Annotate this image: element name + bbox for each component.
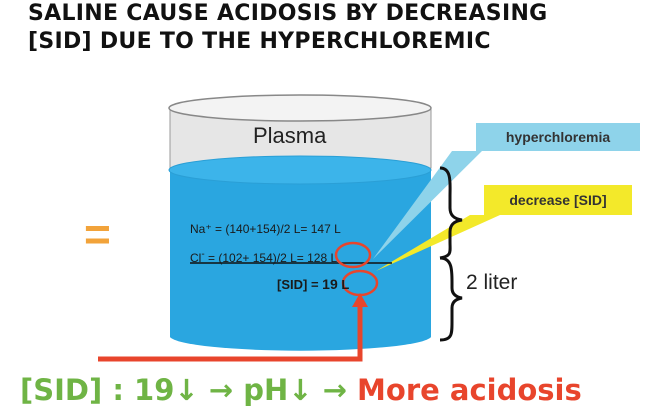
conclusion-arrow-2: →: [312, 373, 358, 407]
sid-unit: L: [337, 277, 350, 292]
page-title: SALINE CAUSE ACIDOSIS BY DECREASING [SID…: [28, 0, 548, 56]
plasma-label: Plasma: [253, 123, 327, 148]
chloride-charge: -: [201, 249, 205, 260]
chloride-formula: = (102+ 154)/2 L=: [204, 251, 308, 265]
decrease-sid-callout: decrease [SID]: [509, 192, 607, 208]
chloride-symbol: Cl: [190, 251, 202, 265]
conclusion-result: More acidosis: [357, 373, 582, 407]
upper-brace: [439, 166, 463, 260]
conclusion-line: [SID] : 19↓ → pH↓ → More acidosis: [20, 372, 582, 408]
sid-value: 19: [322, 276, 338, 292]
conclusion-arrow-1: →: [198, 373, 244, 407]
liquid-surface: [168, 155, 432, 185]
decrease-sid-callout-shape: [376, 185, 632, 271]
sodium-equation: Na⁺ = (140+154)/2 L= 147 L: [190, 222, 341, 236]
chloride-equation: Cl- = (102+ 154)/2 L= 128 L: [190, 249, 337, 265]
volume-label: 2 liter: [466, 271, 518, 294]
arrow-up-icon: [352, 293, 368, 307]
cylinder-rim: [168, 94, 432, 122]
chloride-value: 128: [307, 251, 328, 265]
sid-equation: [SID] = 19 L: [277, 276, 349, 292]
equals-sign: =: [84, 208, 111, 260]
title-line-1: SALINE CAUSE ACIDOSIS BY DECREASING: [28, 1, 548, 26]
conclusion-sid: [SID] : 19↓: [20, 373, 199, 407]
chloride-unit: L: [327, 251, 338, 265]
title-line-2: [SID] DUE TO THE HYPERCHLOREMIC: [28, 29, 491, 54]
cl-value-circle: [334, 241, 372, 269]
lower-brace: [439, 256, 463, 342]
red-pointer-line: [98, 305, 363, 362]
conclusion-ph: pH↓: [243, 373, 313, 407]
hyperchloremia-callout-shape: [373, 123, 640, 259]
hyperchloremia-callout: hyperchloremia: [505, 129, 611, 145]
sid-prefix: [SID] =: [277, 277, 323, 292]
